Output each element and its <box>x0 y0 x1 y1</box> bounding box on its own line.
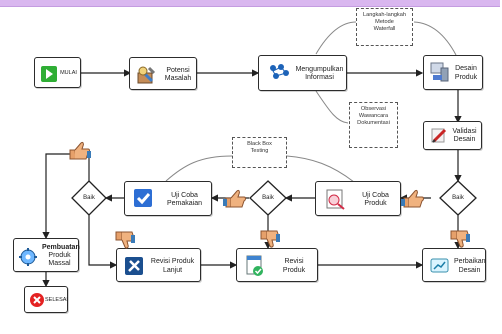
arrow-baik-left-to-pembuatan <box>42 153 90 240</box>
revisi-lanjut-label-line1: Revisi Produk <box>150 258 195 265</box>
perbaikan-label-line2: Desain <box>458 267 481 274</box>
desain-produk-node: Desain Produk <box>423 55 483 90</box>
pembuatan-label-line1: Pembuatan <box>42 244 80 251</box>
tools-icon <box>125 257 143 275</box>
note-waterfall-line2: Metode <box>375 19 394 25</box>
decision-diamond-left <box>71 180 107 216</box>
perbaikan-desain-node: Perbaikan Desain <box>422 248 486 282</box>
revisi-lanjut-label-line2: Lanjut <box>162 267 183 274</box>
stop-icon <box>30 293 44 307</box>
uji-coba-pemakaian-node: Uji Coba Pemakaian <box>124 181 212 216</box>
mulai-node: MULAI <box>34 57 81 88</box>
informasi-label-line2: Informasi <box>305 74 334 81</box>
gear-production-icon <box>19 248 37 266</box>
note-blackbox-line1: Black Box <box>247 141 272 147</box>
desain-label-line2: Produk <box>454 74 478 81</box>
note-waterfall-line3: Waterfall <box>373 26 396 32</box>
thumbs-down-icon-middle <box>260 230 280 248</box>
mulai-label: MULAI <box>60 70 77 76</box>
team-network-icon <box>270 64 289 79</box>
note-black-box: Black Box Testing <box>232 137 287 168</box>
potensi-label-line1: Potensi <box>166 67 190 74</box>
pembuatan-label-line3: Massal <box>48 260 71 267</box>
revisi-label-line1: Revisi <box>284 258 304 265</box>
analysis-tools-icon <box>137 66 156 84</box>
curve-to-top-note-left <box>315 21 357 55</box>
perbaikan-label-line1: Perbaikan <box>454 258 486 265</box>
baik-label-left: Baik <box>83 195 95 201</box>
baik-label-right: Baik <box>452 195 464 201</box>
uji-coba-produk-node: Uji Coba Produk <box>315 181 401 216</box>
validasi-label-line2: Desain <box>453 136 476 143</box>
thumbs-up-icon-right <box>401 189 424 208</box>
note-observasi-line2: Wawancara <box>358 113 389 119</box>
validasi-label-line1: Validasi <box>452 128 477 135</box>
validasi-desain-node: Validasi Desain <box>423 121 482 150</box>
produk-test-label-line1: Uji Coba <box>362 192 389 199</box>
baik-label-middle: Baik <box>262 195 274 201</box>
top-color-band <box>0 0 500 7</box>
pemakaian-label-line2: Pemakaian <box>166 200 203 207</box>
revisi-label-line2: Produk <box>282 267 306 274</box>
selesai-label: SELESAI <box>45 297 68 303</box>
note-observasi-line3: Dokumentasi <box>357 120 390 126</box>
pemakaian-label-line1: Uji Coba <box>171 192 198 199</box>
potensi-masalah-node: Potensi Masalah <box>129 57 197 90</box>
pembuatan-produk-massal-node: Pembuatan Produk Massal <box>13 238 80 272</box>
revisi-produk-node: Revisi Produk <box>236 248 318 282</box>
pembuatan-label-line2: Produk <box>48 252 71 259</box>
desain-label-line1: Desain <box>455 65 477 72</box>
curve-to-top-note-right <box>413 21 457 56</box>
thumbs-down-icon-left <box>115 231 135 249</box>
play-icon <box>41 66 57 82</box>
thumbs-up-icon-middle-left <box>223 189 246 208</box>
check-document-icon <box>134 189 152 207</box>
curve-to-bottom-note <box>315 90 349 124</box>
curve-to-middle-note-right <box>286 155 355 183</box>
decision-diamond-right <box>439 180 477 216</box>
revisi-produk-lanjut-node: Revisi Produk Lanjut <box>116 248 201 282</box>
informasi-label-line1: Mengumpulkan <box>295 66 344 73</box>
curve-to-middle-note-left <box>165 155 233 182</box>
decision-diamond-middle <box>249 180 287 216</box>
mengumpulkan-informasi-node: Mengumpulkan Informasi <box>258 55 347 91</box>
note-observasi: Observasi Wawancara Dokumentasi <box>349 102 398 148</box>
note-waterfall: Langkah-langkah Metode Waterfall <box>356 8 413 46</box>
selesai-node: SELESAI <box>24 286 68 313</box>
thumbs-up-icon-upper-left <box>69 141 91 160</box>
validation-pencil-icon <box>431 128 447 143</box>
produk-test-label-line2: Produk <box>364 200 387 207</box>
inspection-document-icon <box>326 189 345 210</box>
thumbs-down-icon-right <box>450 230 470 248</box>
arrow-baik-left-to-revisi-lanjut <box>88 215 118 269</box>
note-blackbox-line2: Testing <box>250 148 269 154</box>
computer-design-icon <box>430 62 449 82</box>
note-observasi-line1: Observasi <box>360 106 387 112</box>
note-waterfall-line1: Langkah-langkah <box>363 12 406 18</box>
chart-board-icon <box>430 258 449 273</box>
document-check-icon <box>246 255 263 276</box>
potensi-label-line2: Masalah <box>164 75 192 82</box>
